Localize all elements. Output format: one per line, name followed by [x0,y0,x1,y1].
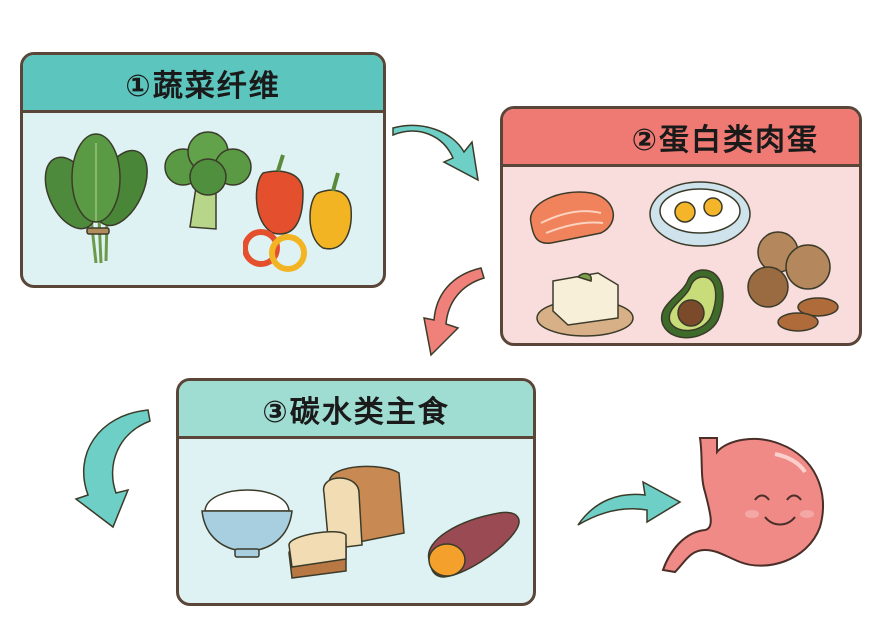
avocado-icon [660,269,724,339]
walnuts-almonds-icon [747,231,839,332]
step-3-title: ③碳水类主食 [262,394,450,430]
broccoli-icon [164,131,252,230]
rice-bowl-icon [201,489,293,558]
tofu-icon [536,272,634,337]
step-1-food-illustrations [23,113,383,285]
spinach-icon [44,133,148,264]
step-1-title: ①蔬菜纤维 [125,68,281,104]
arrow-step3-to-stomach-icon [577,480,682,526]
bell-peppers-icon [243,154,352,272]
salmon-steak-icon [529,191,615,244]
arrow-into-step3-icon [74,409,151,529]
sweet-potato-icon [427,511,520,578]
bread-loaf-icon [288,465,405,579]
step-2-title: ②蛋白类肉蛋 [631,122,819,158]
step-3-carb-card: ③碳水类主食 [176,378,536,606]
fried-eggs-bowl-icon [649,181,751,247]
step-1-header: ①蔬菜纤维 [23,55,383,113]
step-3-header: ③碳水类主食 [179,381,533,439]
step-1-vegetable-card: ①蔬菜纤维 [20,52,386,288]
arrow-step1-to-step2-icon [392,124,479,182]
step-2-food-illustrations [503,167,859,343]
step-3-food-illustrations [179,439,533,603]
step-2-protein-card: ②蛋白类肉蛋 [500,106,862,346]
arrow-step2-to-step3-icon [423,267,485,357]
step-2-header: ②蛋白类肉蛋 [503,109,859,167]
happy-stomach-icon [661,437,825,574]
